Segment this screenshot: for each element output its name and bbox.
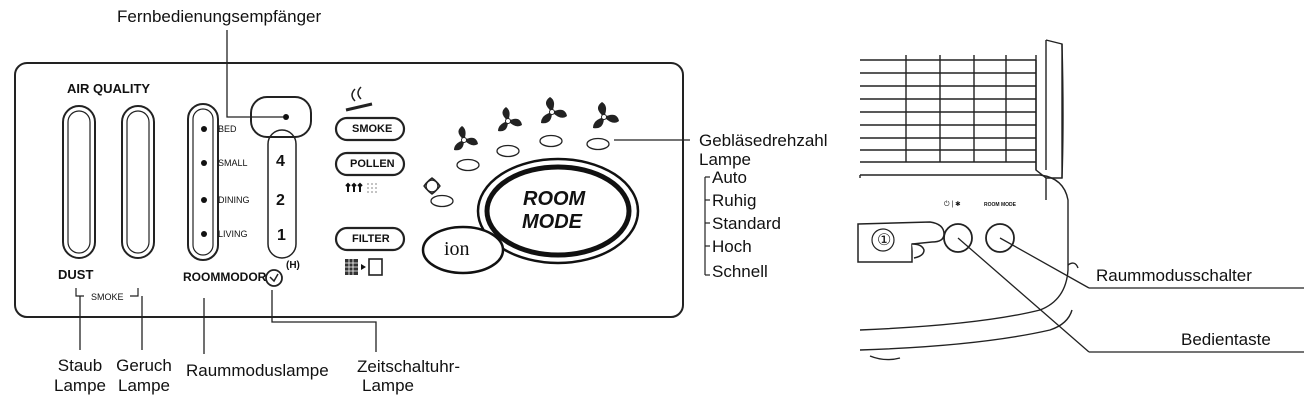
control-button-label: Bedientaste: [1181, 330, 1271, 349]
fan-mode-quiet: Ruhig: [712, 191, 757, 210]
timer-1-label: 1: [277, 227, 286, 244]
filter-replace-icon: [345, 258, 383, 276]
room-mode-button-outline: [476, 157, 640, 265]
room-mode-switch-small-label[interactable]: ROOM MODE: [984, 202, 1016, 208]
timer-lamp-tube: [267, 129, 297, 259]
fan-turbo-icon: [593, 102, 619, 129]
smoke-button-outline: [334, 116, 406, 142]
ion-button-outline: [421, 225, 505, 275]
fan-speed-lamp-label-1: Gebläsedrehzahl: [699, 131, 828, 150]
power-button-circle: [943, 223, 973, 253]
button-number-label: ①: [877, 232, 892, 249]
fan-mode-turbo: Schnell: [712, 262, 768, 281]
fan-auto-icon: [423, 177, 441, 195]
timer-h-label: (H): [286, 260, 300, 271]
room-small-label: SMALL: [218, 158, 248, 168]
timer-lamp-label-2: Lampe: [362, 376, 414, 395]
odor-lamp-label-2: Lampe: [118, 376, 170, 395]
ion-button[interactable]: ion: [444, 238, 470, 260]
odor-lamp-label: Geruch Lampe: [114, 356, 174, 396]
dust-lamp-label-1: Staub: [57, 356, 103, 375]
filter-button-outline: [334, 226, 406, 252]
leader-control-button: [957, 237, 1090, 353]
fan-standard-icon: [498, 107, 522, 132]
room-mode-text-1[interactable]: ROOM: [523, 188, 586, 210]
room-mode-switch-label: Raummodusschalter: [1096, 266, 1252, 285]
fan-mode-auto: Auto: [712, 168, 747, 187]
room-lamp-bed: [201, 126, 207, 132]
pollen-icon: [345, 182, 377, 193]
fan-mode-standard: Standard: [712, 214, 781, 233]
pollen-button[interactable]: POLLEN: [350, 158, 395, 170]
roommodor-label: ROOMMODOR: [183, 270, 267, 284]
room-dining-label: DINING: [218, 195, 250, 205]
remote-receiver-label: Fernbedienungsempfänger: [117, 7, 322, 26]
odor-lamp-tube: [121, 105, 155, 259]
pollen-button-outline: [334, 151, 406, 177]
room-living-label: LIVING: [218, 229, 248, 239]
smoke-label: SMOKE: [91, 292, 124, 302]
cigarette-icon: [345, 86, 373, 112]
leader-remote-receiver: [226, 30, 283, 118]
room-mode-lamp-tube: [187, 103, 219, 261]
timer-2-label: 2: [276, 192, 285, 209]
fan-high-icon: [541, 97, 567, 124]
room-lamp-living: [201, 231, 207, 237]
dust-lamp-label-2: Lampe: [54, 376, 106, 395]
filter-button[interactable]: FILTER: [352, 233, 390, 245]
room-mode-text-2[interactable]: MODE: [522, 211, 582, 233]
fan-mode-high: Hoch: [712, 237, 752, 256]
fan-quiet-icon: [454, 126, 478, 151]
room-mode-lamp-label: Raummoduslampe: [186, 361, 329, 380]
dust-label: DUST: [58, 267, 94, 282]
device-drawing: [859, 39, 1079, 361]
dust-lamp-tube: [62, 105, 96, 259]
clock-icon: [265, 269, 283, 287]
smoke-button[interactable]: SMOKE: [352, 123, 393, 135]
control-panel-outline: [14, 62, 684, 318]
odor-lamp-label-1: Geruch: [116, 356, 172, 375]
room-lamp-dining: [201, 197, 207, 203]
power-button-label[interactable]: ⏻ | ✱: [944, 201, 961, 208]
dust-lamp-label: Staub Lampe: [52, 356, 108, 396]
timer-lamp-label-1: Zeitschaltuhr-: [357, 357, 460, 376]
fan-speed-lamp-label-2: Lampe: [699, 150, 751, 169]
hand-pointer-icon: [857, 221, 945, 263]
room-lamp-small: [201, 160, 207, 166]
timer-4-label: 4: [276, 153, 285, 170]
leader-room-mode-switch: [999, 237, 1090, 289]
room-mode-switch-circle: [985, 223, 1015, 253]
leader-timer: [271, 290, 377, 352]
air-quality-label: AIR QUALITY: [67, 81, 151, 96]
room-bed-label: BED: [218, 124, 237, 134]
